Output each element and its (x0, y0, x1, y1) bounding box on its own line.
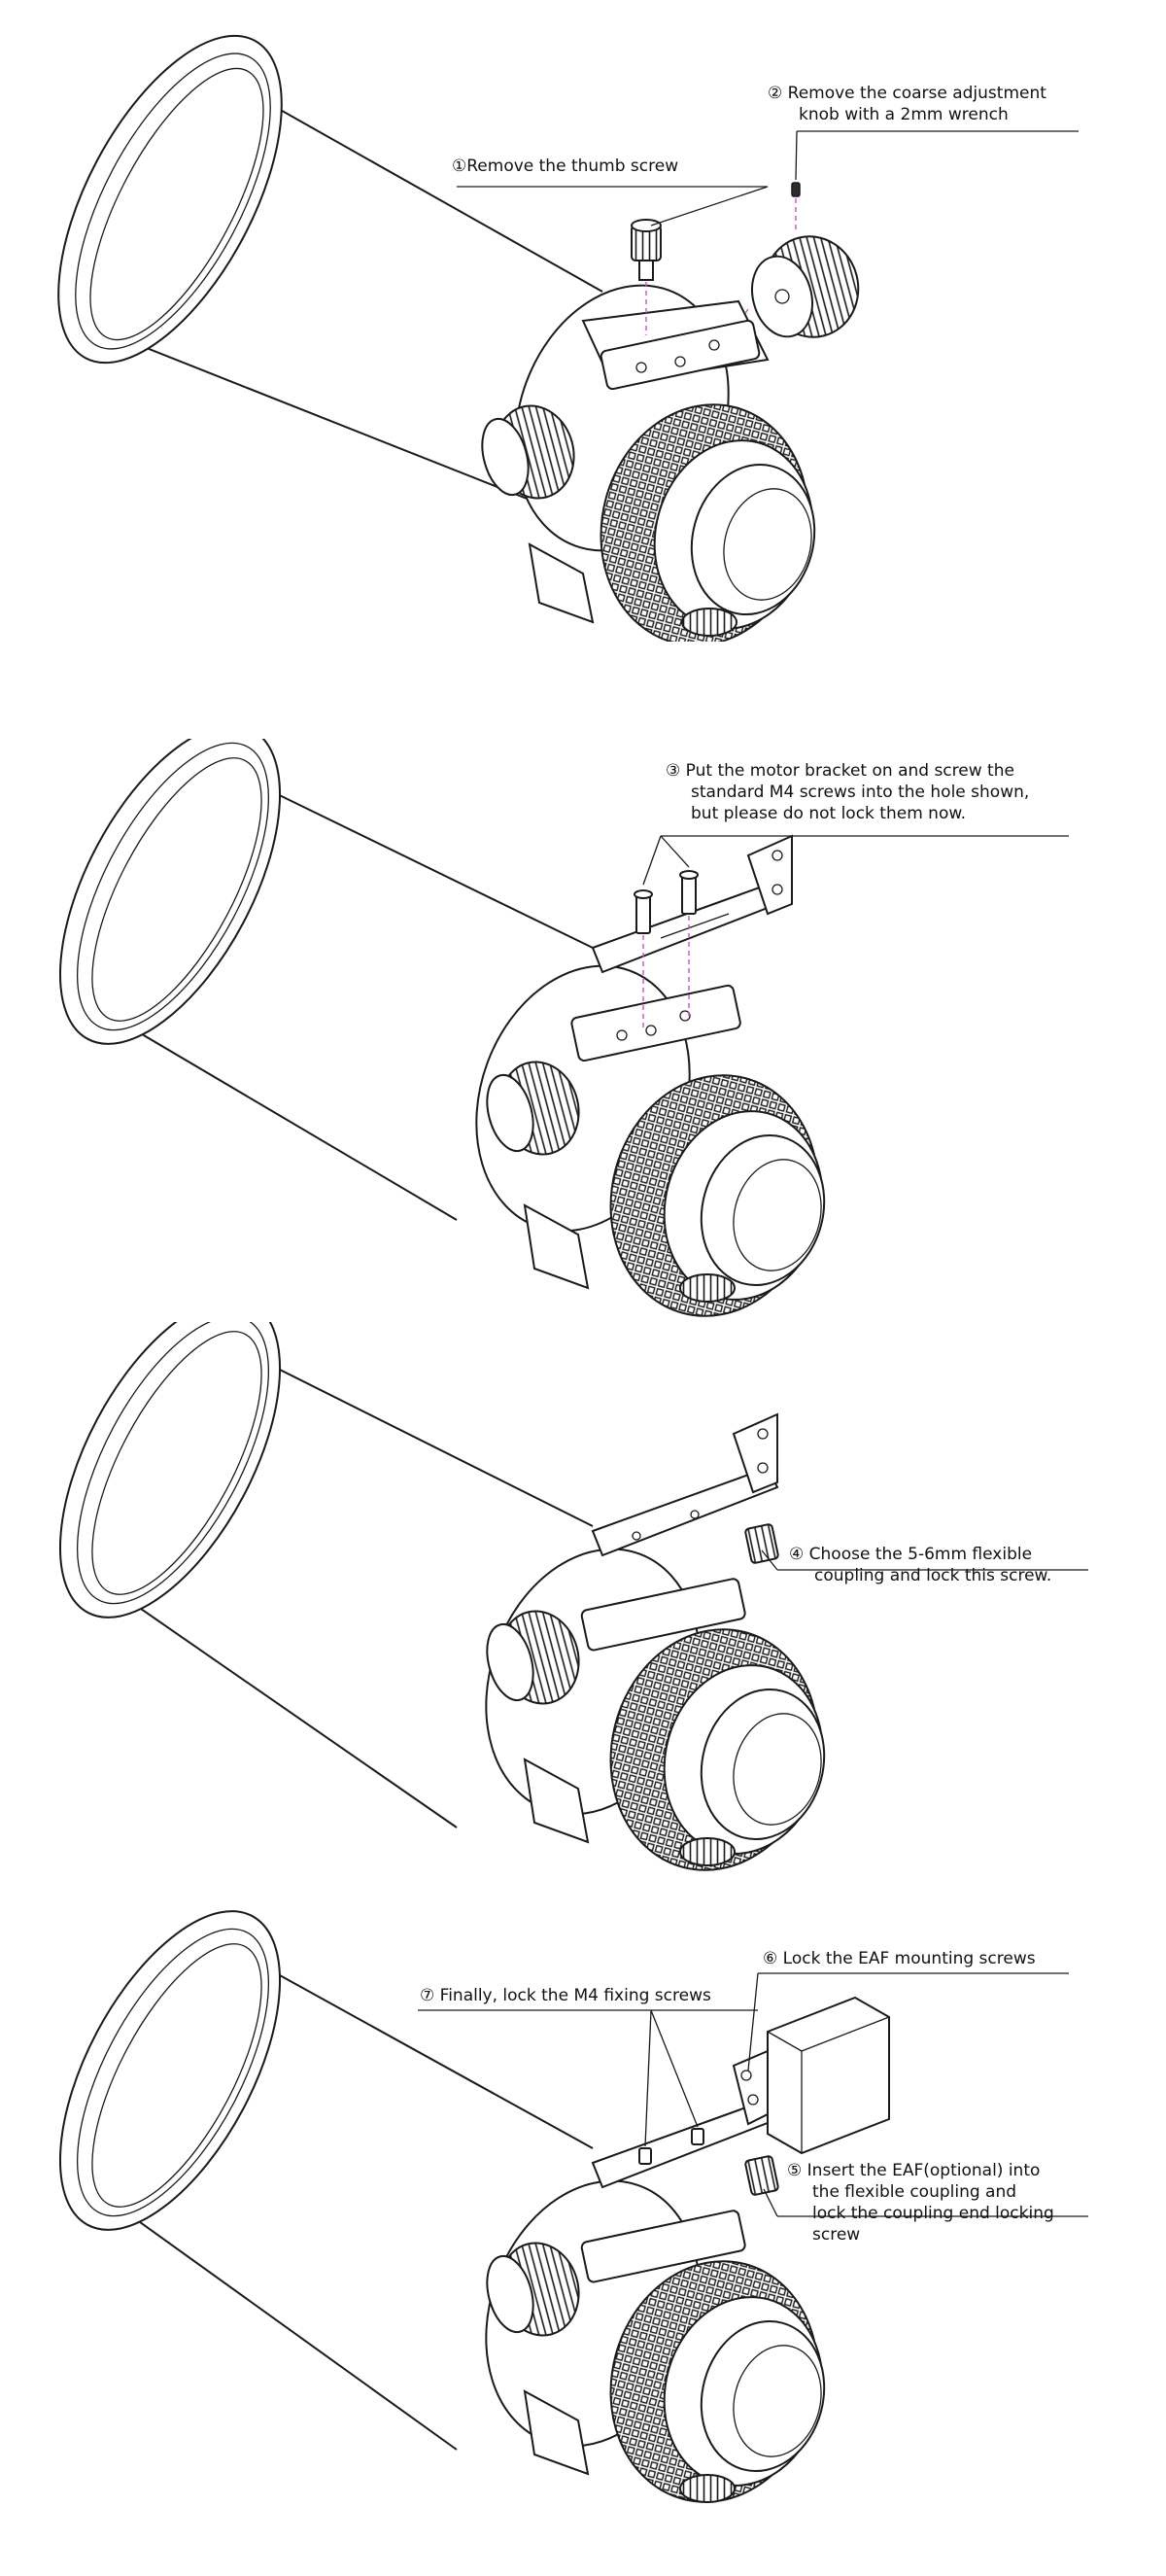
telescope-drawing-4 (58, 1910, 1088, 2503)
leader-line-3c (660, 835, 690, 868)
leader-line-6b (747, 1972, 759, 2071)
callout-step-6: ⑥ Lock the EAF mounting screws (763, 1948, 1036, 1969)
bottom-clamp (523, 1758, 736, 1866)
leader-line-5b (763, 2188, 778, 2217)
callout-step-2: ② Remove the coarse adjustment knob with… (768, 83, 1046, 125)
focus-ring (600, 403, 816, 642)
callout-step-5: ⑤ Insert the EAF(optional) into the flex… (787, 2160, 1054, 2245)
callout-step-3-line-1: ③ Put the motor bracket on and screw the (666, 761, 1014, 781)
flexible-coupling (744, 1523, 779, 1564)
left-focus-knob (486, 1061, 580, 1156)
leader-line-7c (650, 2009, 699, 2128)
flexible-coupling (744, 2155, 779, 2196)
callout-step-4: ④ Choose the 5-6mm flexible coupling and… (789, 1544, 1051, 1586)
step-panel-2: ③ Put the motor bracket on and screw the… (0, 739, 1166, 1322)
focus-ring (609, 2260, 826, 2503)
left-focus-knob (486, 2242, 580, 2337)
motor-bracket (591, 834, 793, 974)
m4-screws (634, 870, 699, 1030)
motor-bracket (591, 1412, 779, 1557)
telescope-tube (58, 1910, 594, 2451)
callout-step-2-line-1: ② Remove the coarse adjustment (768, 84, 1046, 103)
bottom-clamp (528, 542, 737, 637)
callout-step-5-line-4: screw (812, 2225, 861, 2245)
telescope-drawing-3 (58, 1322, 1088, 1871)
callout-step-1: ①Remove the thumb screw (452, 156, 678, 177)
telescope-tube (57, 34, 603, 506)
callout-step-3-line-3: but please do not lock them now. (691, 804, 967, 823)
callout-step-2-line-2: knob with a 2mm wrench (799, 105, 1009, 124)
coarse-adjustment-knob (742, 182, 860, 338)
step-panel-1: ①Remove the thumb screw ② Remove the coa… (0, 0, 1166, 642)
callout-step-4-line-2: coupling and lock this screw. (814, 1566, 1052, 1585)
callout-step-7-line: ⑦ Finally, lock the M4 fixing screws (420, 1986, 711, 2005)
left-focus-knob (486, 1610, 580, 1705)
bottom-clamp (523, 1203, 736, 1303)
focus-ring (609, 1628, 826, 1871)
telescope-tube (58, 1322, 594, 1828)
callout-step-5-line-3: lock the coupling end locking (812, 2204, 1054, 2223)
leader-line-7b (644, 2009, 652, 2147)
callout-step-5-line-2: the flexible coupling and (812, 2182, 1017, 2202)
telescope-drawing-1 (57, 34, 1079, 642)
callout-step-3-line-2: standard M4 screws into the hole shown, (691, 783, 1030, 802)
telescope-tube (58, 739, 594, 1221)
step-panel-3: ④ Choose the 5-6mm flexible coupling and… (0, 1322, 1166, 1905)
leader-line-4b (761, 1549, 778, 1571)
left-focus-knob (481, 404, 575, 500)
leader-line-1b (650, 186, 769, 226)
callout-step-3: ③ Put the motor bracket on and screw the… (666, 760, 1029, 824)
focus-ring (609, 1074, 826, 1317)
callout-step-1-line: ①Remove the thumb screw (452, 157, 679, 176)
motor-bracket (591, 2049, 779, 2189)
leader-line-3b (642, 835, 662, 886)
step-panel-4: ⑦ Finally, lock the M4 fixing screws ⑥ L… (0, 1905, 1166, 2576)
callout-step-5-line-1: ⑤ Insert the EAF(optional) into (787, 2161, 1041, 2180)
thumb-screw (631, 219, 662, 335)
bottom-clamp (523, 2389, 736, 2503)
callout-step-6-line: ⑥ Lock the EAF mounting screws (763, 1949, 1036, 1968)
callout-step-4-line-1: ④ Choose the 5-6mm flexible (789, 1545, 1033, 1564)
eaf-motor (740, 1996, 890, 2155)
telescope-drawing-2 (58, 739, 1069, 1317)
leader-line-2b (795, 130, 798, 181)
callout-step-7: ⑦ Finally, lock the M4 fixing screws (420, 1985, 711, 2006)
